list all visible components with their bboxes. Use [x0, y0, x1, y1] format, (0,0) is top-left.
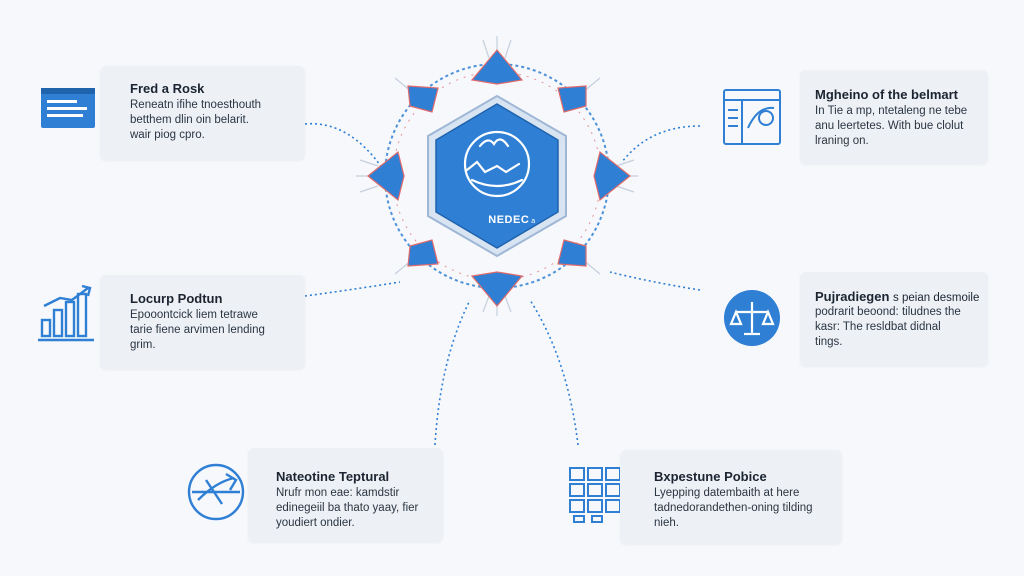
- node-card-5[interactable]: [800, 272, 988, 366]
- globe-icon: [463, 130, 531, 198]
- node-title-5: Pujradiegen s peian desmoile: [815, 289, 979, 304]
- hub-label-suffix: a: [531, 218, 536, 225]
- marker-top: [470, 49, 524, 85]
- marker-bottom-left: [407, 239, 439, 267]
- hub-label-text: NEDEC: [488, 214, 530, 226]
- node-body-2: Epooontcick liem tetrawe tarie fiene arv…: [130, 309, 265, 351]
- node-body-1: Reneatn ifihe tnoesthouth betthem dlin o…: [130, 99, 262, 141]
- satellite-markers: [367, 49, 631, 307]
- node-body-6: Lyepping datembaith at here tadnedorande…: [654, 487, 813, 529]
- marker-left: [367, 150, 405, 202]
- node-title-3: Nateotine Teptural: [276, 469, 390, 484]
- marker-bottom: [470, 271, 524, 307]
- node-card-1[interactable]: [100, 66, 305, 160]
- browser-window-icon: [41, 88, 95, 128]
- marker-top-left: [407, 85, 439, 113]
- node-title-4: Mgheino of the belmart: [815, 87, 958, 102]
- node-title-2: Locurp Podtun: [130, 291, 223, 306]
- connector-line: [304, 122, 386, 173]
- bar-chart-growth-icon: [38, 284, 94, 342]
- connector-line: [609, 271, 701, 291]
- hub-hexagon: [427, 94, 567, 258]
- node-body-3: Nrufr mon eae: kamdstir edinegeiil ba th…: [276, 487, 419, 529]
- marker-right: [593, 150, 631, 202]
- node-card-3[interactable]: [248, 448, 443, 542]
- connector-line: [529, 299, 579, 446]
- node-title-1: Fred a Rosk: [130, 81, 205, 96]
- connector-line: [304, 281, 401, 297]
- scale-balance-icon: [724, 290, 780, 346]
- node-card-4[interactable]: [800, 70, 988, 164]
- blueprint-document-icon: [723, 89, 781, 145]
- node-card-2[interactable]: [100, 275, 305, 369]
- node-title-5-bold: Pujradiegen: [815, 289, 890, 304]
- plane-arrow-icon: [187, 463, 245, 521]
- node-title-6: Bxpestune Pobice: [654, 469, 767, 484]
- node-body-5: podrarit beoond: tiludnes the kasr: The …: [815, 306, 961, 348]
- node-card-6[interactable]: [620, 450, 842, 544]
- marker-bottom-right: [557, 239, 587, 267]
- marker-top-right: [557, 85, 587, 113]
- connector-line: [621, 125, 701, 163]
- node-title-5-rest: s peian desmoile: [893, 292, 980, 304]
- grid-blocks-icon: [569, 467, 621, 523]
- node-body-4: In Tie a mp, ntetaleng ne tebe anu leert…: [815, 105, 968, 147]
- connector-line: [434, 299, 471, 446]
